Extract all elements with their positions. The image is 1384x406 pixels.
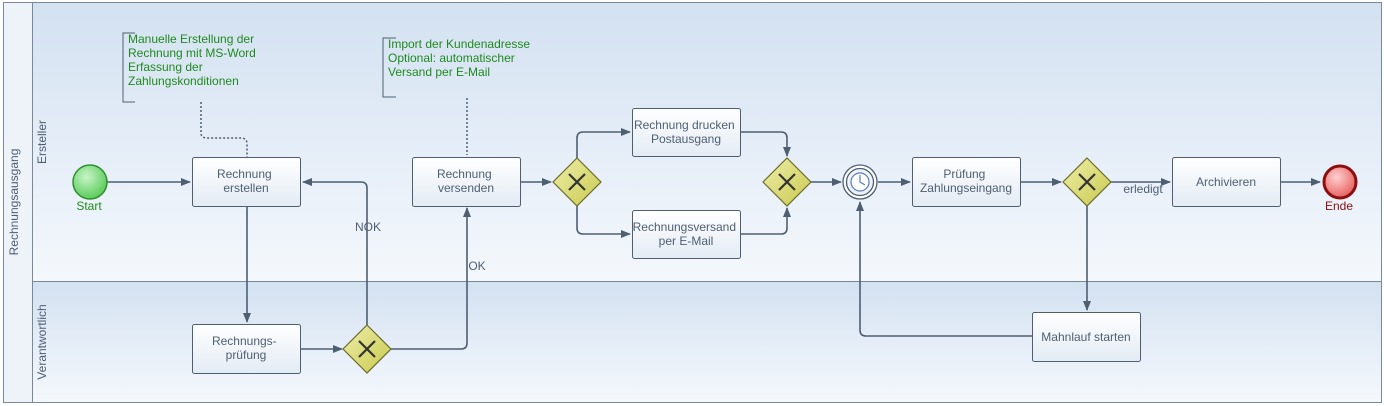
task-label: per E-Mail [659, 234, 714, 248]
annotation-line: Zahlungskonditionen [128, 74, 239, 88]
svg-text:Mahnlauf starten: Mahnlauf starten [1041, 330, 1130, 344]
task-label: Rechnung [437, 167, 492, 181]
svg-text:Prüfung Zahlungseingang: Prüfung Zahlungseingang [920, 167, 1012, 195]
svg-text:Rechnung versenden: Rechnung versenden [437, 167, 495, 195]
task-label: Mahnlauf starten [1041, 330, 1130, 344]
task-label: Postausgang [651, 132, 721, 146]
svg-text:Rechnung drucken Postaus: Rechnung drucken Postausgang [634, 118, 738, 146]
task-label: prüfung [226, 348, 267, 362]
flow-email-join [741, 207, 791, 235]
gateway-split[interactable] [552, 157, 602, 207]
annotation-line: Optional: automatischer [388, 51, 515, 65]
annotation-erstellung: Manuelle Erstellung der Rechnung mit MS-… [122, 32, 259, 157]
task-rechnung-versenden[interactable]: Rechnung versenden [412, 157, 521, 207]
start-event[interactable]: Start [72, 164, 108, 213]
task-rechnungspruefung[interactable]: Rechnungs- prüfung [192, 324, 301, 374]
task-label: Rechnungsversand [633, 220, 736, 234]
flow-label-nok: NOK [355, 220, 381, 234]
task-label: Rechnung [217, 167, 272, 181]
gateway-pruefung[interactable] [342, 324, 392, 374]
annotation-line: Import der Kundenadresse [388, 37, 530, 51]
flow-drucken-join [741, 131, 791, 157]
x-icon [1078, 173, 1096, 191]
annotation-line: Rechnung mit MS-Word [128, 46, 256, 60]
task-label: erstellen [223, 181, 268, 195]
flow-ok [391, 207, 471, 350]
task-rechnung-erstellen[interactable]: Rechnung erstellen [192, 157, 301, 207]
x-icon [778, 173, 796, 191]
svg-text:Import der Kundenadresse: Import der Kundenadresse Optional: autom… [388, 37, 533, 79]
task-archivieren[interactable]: Archivieren [1172, 157, 1281, 207]
x-icon [568, 173, 586, 191]
flow-to-email [576, 206, 631, 238]
task-rechnungsversand-email[interactable]: Rechnungsversand per E-Mail [632, 210, 741, 259]
task-label: Archivieren [1196, 175, 1256, 189]
lane-label-ersteller: Ersteller [35, 120, 49, 164]
flow-label-erledigt: erledigt [1123, 182, 1163, 196]
task-rechnung-drucken[interactable]: Rechnung drucken Postausgang [632, 108, 741, 157]
flow-to-drucken [576, 128, 631, 158]
pool-header [3, 2, 33, 403]
gateway-join[interactable] [762, 157, 812, 207]
task-label: Zahlungseingang [920, 181, 1012, 195]
flow-label-ok: OK [468, 259, 485, 273]
task-label: versenden [438, 181, 494, 195]
gateway-zahlung[interactable] [1062, 157, 1112, 207]
task-label: Rechnung drucken [634, 118, 735, 132]
svg-text:Rechnungs- prüfung: Rechnungs- prüfung [212, 334, 280, 362]
svg-text:Rechnungsversand per E-M: Rechnungsversand per E-Mail [633, 220, 740, 248]
task-pruefung-zahlungseingang[interactable]: Prüfung Zahlungseingang [912, 157, 1021, 207]
sequence-flows [107, 128, 1321, 353]
annotation-versand: Import der Kundenadresse Optional: autom… [382, 37, 533, 155]
end-label: Ende [1325, 199, 1353, 213]
flow-nok [302, 178, 368, 325]
lane-label-verantwortlich: Verantwortlich [35, 304, 49, 379]
x-icon [358, 340, 376, 358]
pool-label: Rechnungsausgang [7, 149, 21, 256]
timer-event[interactable] [842, 164, 878, 200]
task-mahnlauf-starten[interactable]: Mahnlauf starten [1032, 312, 1141, 362]
annotation-line: Erfassung der [128, 60, 203, 74]
svg-text:Manuelle Erstellung der: Manuelle Erstellung der Rechnung mit MS-… [128, 32, 259, 88]
end-event[interactable]: Ende [1322, 164, 1358, 213]
annotation-line: Manuelle Erstellung der [128, 32, 254, 46]
flow-mahnlauf-timer [856, 201, 1032, 337]
svg-text:Rechnung erstellen: Rechnung erstellen [217, 167, 275, 195]
start-label: Start [76, 199, 102, 213]
annotation-line: Versand per E-Mail [388, 65, 490, 79]
task-label: Prüfung [943, 167, 985, 181]
svg-text:Archivieren: Archivieren [1196, 175, 1256, 189]
task-label: Rechnungs- [212, 334, 277, 348]
